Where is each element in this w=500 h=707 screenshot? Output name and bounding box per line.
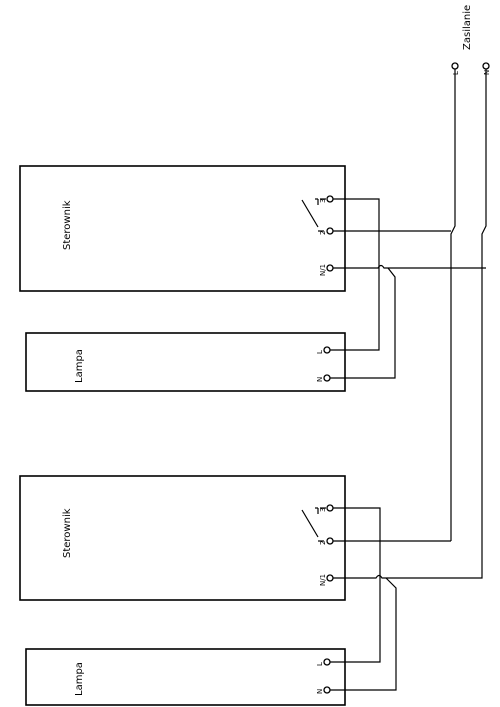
wire-u1-out3-lamp-l bbox=[330, 198, 380, 351]
supply-terminal-l bbox=[451, 62, 459, 70]
lamp-1-pin-n: N bbox=[316, 377, 324, 382]
wire-u2-n-supply bbox=[333, 574, 483, 579]
controller-1-switch-icon bbox=[301, 199, 319, 228]
lamp-2-pin-n: N bbox=[316, 689, 324, 694]
lamp-1-terminal-l bbox=[323, 346, 331, 354]
controller-1-box bbox=[19, 165, 346, 292]
controller-1-terminal-3 bbox=[326, 195, 334, 203]
wire-u2-out3-lamp-l bbox=[330, 507, 381, 663]
lamp-1-terminal-n bbox=[323, 374, 331, 382]
controller-2-switch-icon bbox=[301, 509, 319, 538]
supply-terminal-n bbox=[482, 62, 490, 70]
lamp-2-terminal-n bbox=[323, 686, 331, 694]
controller-1: Sterownik 3 2 N/1 bbox=[19, 165, 346, 292]
wire-supply-n bbox=[481, 69, 487, 575]
lamp-2-pin-l: L bbox=[316, 662, 324, 666]
wire-u1-n-supply bbox=[333, 264, 486, 269]
controller-1-label: Sterownik bbox=[62, 200, 73, 250]
controller-2-label: Sterownik bbox=[62, 508, 73, 558]
supply-pin-l: L bbox=[452, 71, 460, 75]
controller-2-pin-2: 2 bbox=[319, 541, 327, 545]
wire-u1-lamp-n bbox=[330, 267, 396, 379]
lamp-1: Lampa L N bbox=[25, 332, 346, 392]
controller-2-terminal-2 bbox=[326, 537, 334, 545]
controller-2-pin-3: 3 bbox=[319, 508, 327, 512]
controller-2-box bbox=[19, 475, 346, 601]
wire-u2-lamp-n bbox=[330, 577, 397, 691]
supply-group: Zasilanie L N bbox=[451, 5, 491, 75]
lamp-2-box bbox=[25, 648, 346, 706]
lamp-2-label: Lampa bbox=[74, 662, 85, 696]
controller-1-pin-n: N/1 bbox=[319, 264, 327, 276]
lamp-1-label: Lampa bbox=[74, 349, 85, 383]
controller-2-terminal-3 bbox=[326, 504, 334, 512]
controller-1-pin-2: 2 bbox=[319, 231, 327, 235]
lamp-1-box bbox=[25, 332, 346, 392]
lamp-2-terminal-l bbox=[323, 658, 331, 666]
lamp-2: Lampa L N bbox=[25, 648, 346, 706]
lamp-1-pin-l: L bbox=[316, 350, 324, 354]
controller-2-pin-n: N/1 bbox=[319, 574, 327, 586]
controller-2: Sterownik 3 2 N/1 bbox=[19, 475, 346, 601]
controller-1-pin-3: 3 bbox=[319, 199, 327, 203]
controller-1-terminal-n bbox=[326, 264, 334, 272]
supply-pin-n: N bbox=[483, 70, 491, 75]
wire-supply-l bbox=[450, 69, 456, 541]
controller-1-terminal-2 bbox=[326, 227, 334, 235]
controller-2-terminal-n bbox=[326, 574, 334, 582]
supply-label: Zasilanie bbox=[462, 5, 473, 50]
